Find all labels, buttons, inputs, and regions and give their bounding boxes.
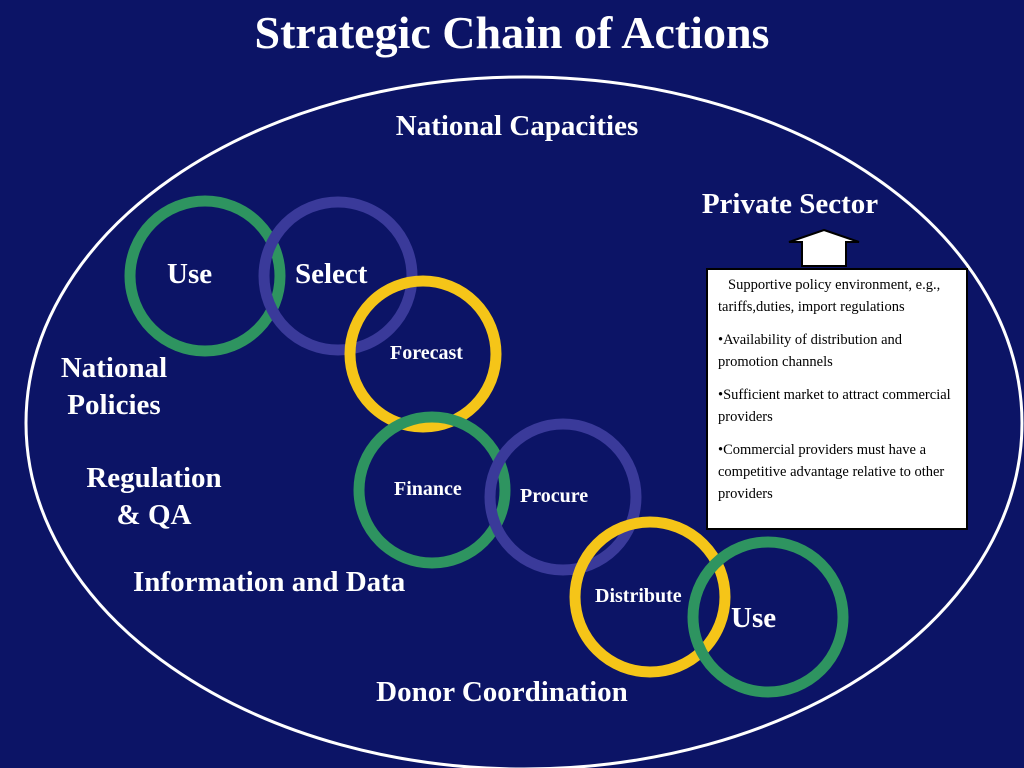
regulation-qa-label: Regulation & QA [86, 462, 222, 531]
up-arrow-icon [788, 229, 860, 267]
ring-procure [484, 418, 642, 576]
ring-forecast [344, 275, 502, 433]
ring-use-top [124, 195, 286, 357]
finance-label: Finance [394, 478, 462, 500]
ring-finance [353, 411, 511, 569]
donor-coordination-label: Donor Coordination [376, 676, 628, 708]
slide-title: Strategic Chain of Actions [254, 7, 770, 58]
forecast-label: Forecast [390, 342, 463, 364]
info-item: •Sufficient market to attract commercial… [718, 387, 951, 425]
ring-use-bottom [687, 536, 849, 698]
ring-select [258, 196, 418, 356]
info-item: Supportive policy environment, e.g., tar… [718, 277, 941, 315]
national-capacities-ellipse [24, 75, 1024, 768]
info-item: •Availability of distribution and promot… [718, 332, 903, 370]
use-top-label: Use [167, 258, 213, 290]
procure-label: Procure [520, 485, 589, 507]
distribute-label: Distribute [595, 585, 682, 607]
private-sector-label: Private Sector [701, 188, 879, 220]
ring-distribute [569, 516, 731, 678]
select-label: Select [295, 258, 368, 290]
national-policies-label: National Policies [60, 352, 168, 421]
use-bottom-label: Use [731, 602, 777, 634]
info-item: •Commercial providers must have a compet… [718, 442, 945, 502]
national-capacities-label: National Capacities [395, 110, 639, 142]
private-sector-info-box: Supportive policy environment, e.g., tar… [706, 268, 968, 530]
information-data-label: Information and Data [133, 566, 406, 598]
